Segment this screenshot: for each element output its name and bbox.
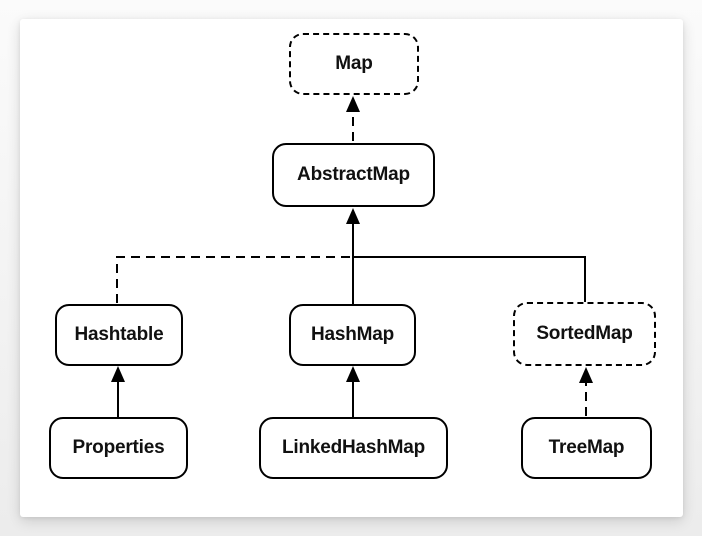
node-hashmap: HashMap xyxy=(289,304,416,366)
node-linkedhashmap: LinkedHashMap xyxy=(259,417,448,479)
node-abstractmap: AbstractMap xyxy=(272,143,435,207)
node-properties: Properties xyxy=(49,417,188,479)
node-sortedmap: SortedMap xyxy=(513,302,656,366)
node-hashtable: Hashtable xyxy=(55,304,183,366)
node-map: Map xyxy=(289,33,419,95)
node-treemap: TreeMap xyxy=(521,417,652,479)
